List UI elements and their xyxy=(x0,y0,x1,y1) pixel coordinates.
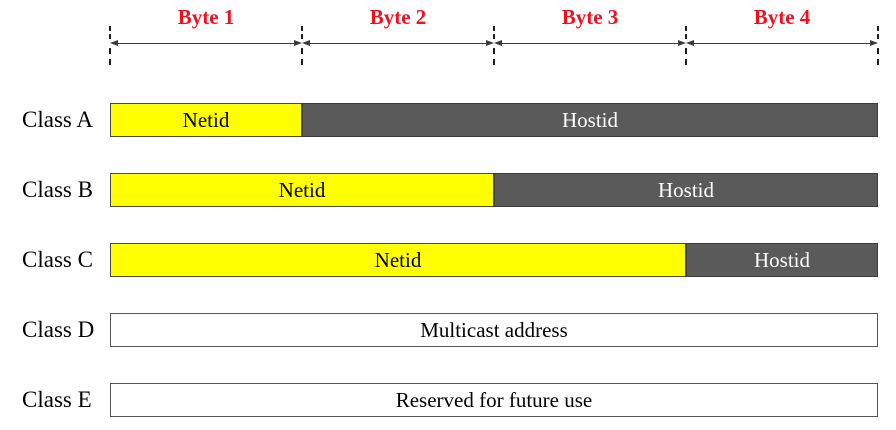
byte-boundary-tick-4 xyxy=(877,26,879,39)
byte-boundary-tick-0 xyxy=(109,26,111,39)
byte-label-4: Byte 4 xyxy=(753,5,811,29)
byte-boundary-tick-2 xyxy=(493,26,495,39)
byte-boundary-tick-3 xyxy=(685,26,687,39)
segment-hostid: Hostid xyxy=(302,103,878,137)
class-label: Class D xyxy=(22,317,95,342)
arrow-line-icon xyxy=(691,43,873,44)
arrow-head-left-icon xyxy=(110,40,118,46)
arrow-head-left-icon xyxy=(302,40,310,46)
segment-plain: Reserved for future use xyxy=(110,383,878,417)
byte-label-2: Byte 2 xyxy=(369,5,427,29)
byte-boundary-tick-1 xyxy=(301,48,303,65)
byte-span-arrow-1 xyxy=(110,40,302,47)
byte-span-arrow-4 xyxy=(686,40,878,47)
byte-boundary-tick-0 xyxy=(109,48,111,65)
arrow-line-icon xyxy=(307,43,489,44)
byte-span-arrow-3 xyxy=(494,40,686,47)
class-label: Class A xyxy=(22,107,93,132)
class-label: Class B xyxy=(22,177,93,202)
arrow-head-right-icon xyxy=(294,40,302,46)
arrow-head-left-icon xyxy=(686,40,694,46)
class-row-d: Class D Multicast address xyxy=(0,313,896,347)
byte-label-3: Byte 3 xyxy=(561,5,619,29)
byte-boundary-tick-2 xyxy=(493,48,495,65)
byte-boundary-tick-3 xyxy=(685,48,687,65)
class-row-e: Class E Reserved for future use xyxy=(0,383,896,417)
byte-span-arrow-2 xyxy=(302,40,494,47)
segment-netid: Netid xyxy=(110,243,686,277)
arrow-head-right-icon xyxy=(870,40,878,46)
arrow-head-right-icon xyxy=(678,40,686,46)
class-label: Class C xyxy=(22,247,93,272)
arrow-head-left-icon xyxy=(494,40,502,46)
segment-netid: Netid xyxy=(110,173,494,207)
byte-label-1: Byte 1 xyxy=(177,5,235,29)
segment-netid: Netid xyxy=(110,103,302,137)
arrow-line-icon xyxy=(499,43,681,44)
segment-plain: Multicast address xyxy=(110,313,878,347)
class-label: Class E xyxy=(22,387,92,412)
segment-hostid: Hostid xyxy=(686,243,878,277)
arrow-line-icon xyxy=(115,43,297,44)
byte-boundary-tick-1 xyxy=(301,26,303,39)
arrow-head-right-icon xyxy=(486,40,494,46)
segment-hostid: Hostid xyxy=(494,173,878,207)
byte-boundary-tick-4 xyxy=(877,48,879,65)
